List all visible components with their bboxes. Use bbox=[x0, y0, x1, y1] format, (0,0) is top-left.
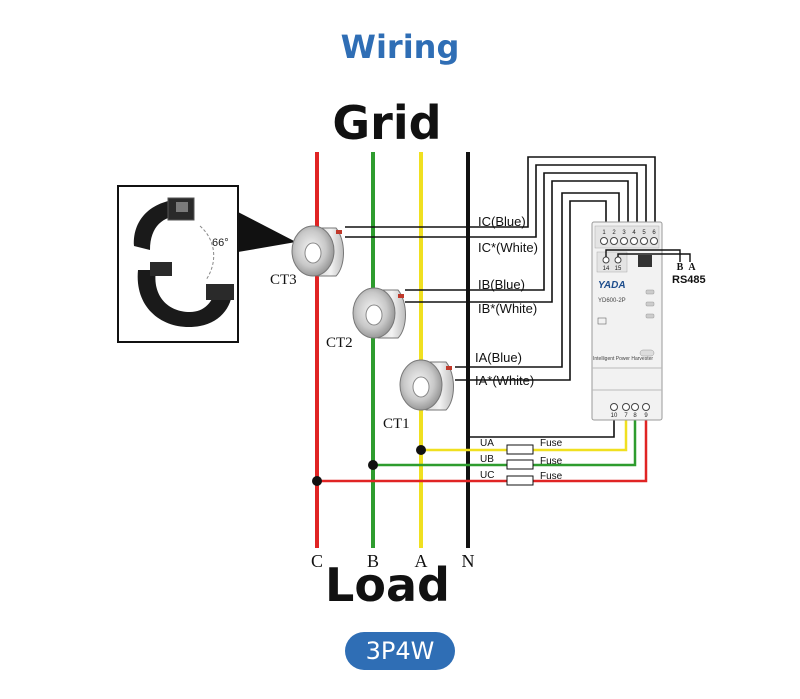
ct3-name: CT3 bbox=[270, 272, 297, 288]
device-caption: Intelligent Power Harvester bbox=[593, 356, 653, 362]
bottom-terminal-block: 10 7 8 9 bbox=[610, 403, 650, 419]
fuse-ub-label: Fuse bbox=[540, 456, 563, 467]
uc-wire bbox=[317, 410, 648, 483]
terminal-14: 14 bbox=[603, 266, 610, 272]
rs485-b: B bbox=[677, 262, 684, 273]
device-model: YD600-2P bbox=[598, 298, 626, 304]
ct-core-lower bbox=[137, 270, 233, 328]
terminal-15: 15 bbox=[615, 266, 622, 272]
fuse-ua-label: Fuse bbox=[540, 438, 563, 449]
ct1-name: CT1 bbox=[383, 416, 410, 432]
ct2-white-label: IB*(White) bbox=[478, 301, 537, 316]
ua-wire bbox=[421, 410, 628, 452]
ct-signal-wires bbox=[345, 156, 656, 381]
ct1: CT1 bbox=[383, 359, 454, 432]
ct3-blue-label: IC(Blue) bbox=[478, 214, 526, 229]
grid-label: Grid bbox=[332, 96, 442, 150]
uc-junction bbox=[312, 476, 322, 486]
fuse-uc-label: Fuse bbox=[540, 471, 563, 482]
phase-label-c: C bbox=[311, 551, 323, 571]
page-title: Wiring bbox=[340, 28, 460, 66]
terminal-8: 8 bbox=[633, 413, 637, 419]
ct1-white-label: IA*(White) bbox=[475, 373, 534, 388]
device-brand: YADA bbox=[598, 280, 626, 291]
inset-pointer bbox=[238, 212, 296, 252]
phase-label-a: A bbox=[415, 551, 428, 571]
rs485-label: RS485 bbox=[672, 274, 706, 286]
angle-label: 66° bbox=[212, 237, 229, 249]
ub-label: UB bbox=[480, 454, 494, 465]
ct-inset: 66° bbox=[117, 185, 296, 343]
ub-junction bbox=[368, 460, 378, 470]
terminal-10: 10 bbox=[611, 413, 618, 419]
ct2-name: CT2 bbox=[326, 335, 353, 351]
fuse-ua bbox=[506, 444, 534, 455]
rs485-a: A bbox=[688, 262, 696, 273]
phase-label-n: N bbox=[462, 551, 475, 571]
terminal-9: 9 bbox=[644, 413, 648, 419]
voltage-taps: UA UB UC Fuse Fuse Fuse bbox=[312, 410, 648, 486]
terminal-3: 3 bbox=[622, 230, 626, 236]
ct3: CT3 bbox=[270, 225, 344, 288]
uc-label: UC bbox=[480, 470, 494, 481]
terminal-7: 7 bbox=[624, 413, 628, 419]
ct2: CT2 bbox=[326, 287, 406, 351]
terminal-4: 4 bbox=[632, 230, 636, 236]
ce-mark bbox=[597, 317, 607, 325]
fuse-ub bbox=[506, 459, 534, 470]
ct3-white-label: IC*(White) bbox=[478, 240, 538, 255]
wiring-mode-badge: 3P4W bbox=[345, 632, 455, 670]
ct1-blue-label: IA(Blue) bbox=[475, 350, 522, 365]
load-label: Load bbox=[325, 558, 450, 612]
ct2-blue-label: IB(Blue) bbox=[478, 277, 525, 292]
terminal-6: 6 bbox=[652, 230, 656, 236]
ua-junction bbox=[416, 445, 426, 455]
meter-device: 1 2 3 4 5 6 14 15 B A RS485 YADA YD600-2… bbox=[591, 221, 706, 421]
fuse-uc bbox=[506, 475, 534, 486]
terminal-5: 5 bbox=[642, 230, 646, 236]
device-port bbox=[638, 255, 652, 267]
terminal-2: 2 bbox=[612, 230, 616, 236]
rs485-wire-b bbox=[605, 249, 681, 262]
ua-label: UA bbox=[480, 438, 494, 449]
angle-arc bbox=[199, 225, 215, 281]
ub-wire bbox=[373, 410, 637, 467]
rs485-wire-a bbox=[617, 253, 691, 262]
terminal-1: 1 bbox=[602, 230, 606, 236]
top-terminal-block: 1 2 3 4 5 6 bbox=[600, 230, 658, 245]
phase-label-b: B bbox=[367, 551, 379, 571]
